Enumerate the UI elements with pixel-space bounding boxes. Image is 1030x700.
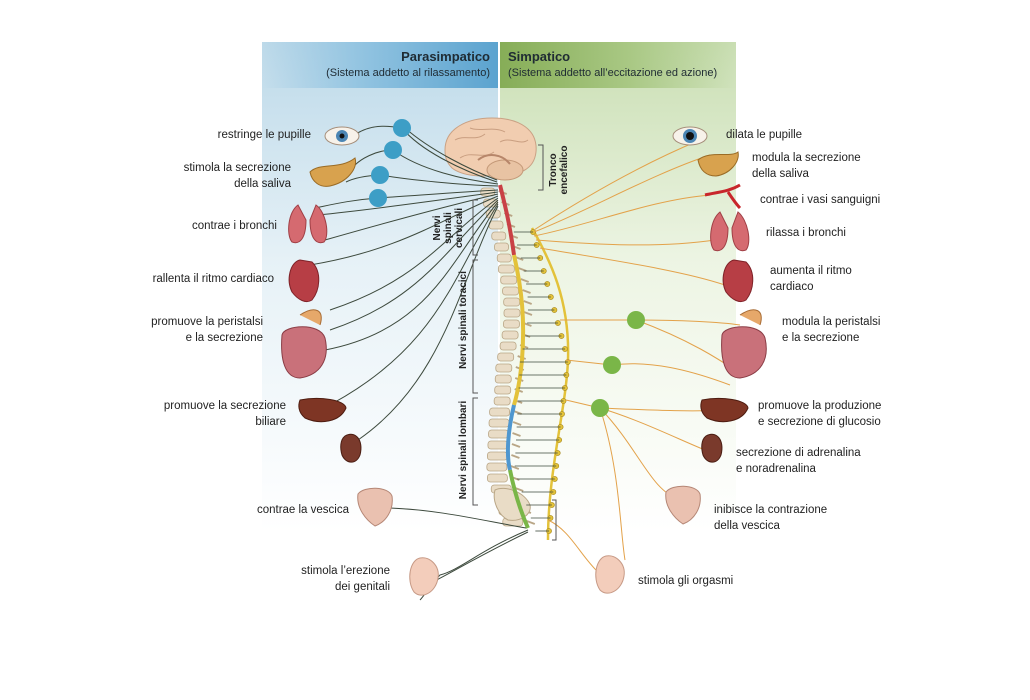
vertebra [501, 330, 519, 340]
vertebra [494, 242, 509, 252]
brain [444, 117, 537, 181]
spinal-cord-thoracic [512, 254, 526, 406]
vertebra-process [510, 465, 520, 470]
symp-label-pupils: dilata le pupille [726, 129, 803, 141]
vertebra [499, 341, 517, 351]
vertebra [493, 396, 511, 406]
spine-section-brackets [472, 144, 557, 541]
para-label-bronchi: contrae i bronchi [191, 220, 277, 232]
liver-icon-sympathetic [700, 397, 749, 423]
vertebra [486, 451, 508, 461]
vertebra [495, 363, 513, 373]
vertebra [487, 440, 509, 450]
bladder-icon [357, 487, 393, 527]
vertebra-process [522, 289, 531, 294]
vertebra [503, 297, 521, 307]
para-label-bladder: contrae la vescica [256, 504, 349, 516]
vertebra [488, 220, 504, 230]
vertebra [486, 462, 508, 472]
symp-label-orgasm: stimola gli orgasmi [638, 575, 734, 587]
intestine-icon [281, 309, 327, 379]
intestine-icon-sympathetic [721, 309, 767, 379]
blood-vessel-icon [704, 183, 742, 210]
sympathetic-subtitle: (Sistema addetto all’eccitazione ed azio… [508, 67, 718, 79]
vertebra-process [512, 432, 521, 437]
heart-icon-sympathetic [722, 259, 754, 303]
spinal-cord-cervical [498, 184, 516, 256]
spinal-cord-sacral [508, 469, 530, 529]
genitals-icon-sympathetic [595, 555, 625, 594]
spinal-cord-lumbar [505, 404, 516, 471]
genitals-icon [409, 557, 439, 596]
sympathetic-ganglia [591, 311, 645, 417]
spinal-column [480, 187, 536, 527]
liver-icon [298, 397, 347, 423]
vertebra [500, 275, 518, 285]
vertebra [488, 429, 509, 439]
vertebra-process [511, 443, 521, 448]
vertebra [497, 352, 515, 362]
vertebra-process [526, 520, 536, 525]
vertebra-process [523, 311, 533, 316]
vertebra-process [514, 487, 524, 492]
symp-label-bronchi: rilassa i bronchi [766, 227, 846, 239]
lungs-icon [288, 204, 328, 244]
symp-label-vessels: contrae i vasi sanguigni [760, 194, 881, 206]
salivary-gland-icon [309, 157, 357, 187]
vertebra [503, 319, 520, 329]
vertebra-process [512, 421, 522, 426]
vertebra [502, 286, 519, 296]
eye-icon-sympathetic [672, 126, 708, 146]
bladder-icon-sympathetic [665, 485, 701, 525]
label-thoracic-nerves: Nervi spinali toracici [458, 271, 469, 369]
vertebra-process [513, 410, 522, 415]
vertebra [491, 231, 507, 241]
vertebra [494, 374, 512, 384]
lungs-icon-sympathetic [710, 211, 750, 252]
sympathetic-header [500, 42, 736, 88]
vertebra [494, 385, 512, 395]
vertebra [486, 473, 508, 483]
para-label-heart: rallenta il ritmo cardiaco [152, 273, 274, 285]
sympathetic-panel [500, 42, 736, 532]
parasympathetic-subtitle: (Sistema addetto al rilassamento) [326, 67, 490, 79]
vertebra-process [511, 454, 520, 459]
salivary-gland-icon-sympathetic [697, 151, 739, 177]
parasympathetic-title: Parasimpatico [401, 49, 490, 64]
label-lumbar-nerves: Nervi spinali lombari [458, 400, 469, 500]
vertebra-process [523, 300, 533, 305]
vertebra [488, 418, 510, 428]
eye-icon [324, 126, 360, 146]
sympathetic-nerves [533, 139, 741, 573]
vertebra-process [518, 267, 527, 272]
vertebra [497, 264, 515, 274]
parasympathetic-nerves [309, 125, 529, 601]
vertebra [503, 308, 521, 318]
sympathetic-title: Simpatico [508, 49, 571, 64]
sympathetic-chain [530, 227, 570, 541]
vertebra-process [520, 278, 530, 283]
parasympathetic-ganglia [369, 119, 411, 207]
adrenal-kidney-icon [701, 433, 723, 463]
heart-icon [288, 259, 320, 303]
vertebra [496, 253, 512, 263]
vertebra [489, 407, 511, 417]
para-label-pupils: restringe le pupille [217, 129, 311, 141]
kidney-icon [340, 433, 362, 463]
parasympathetic-header [262, 42, 498, 88]
chain-connections [513, 231, 568, 532]
